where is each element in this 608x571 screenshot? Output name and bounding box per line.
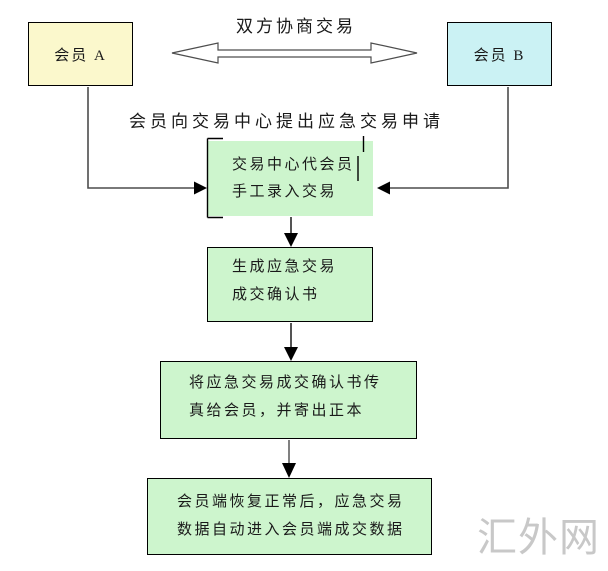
request-caption: 会员向交易中心提出应急交易申请: [129, 112, 444, 131]
arrowhead-left-icon: [377, 181, 390, 195]
step-line: 交易中心代会员: [232, 157, 355, 173]
member-a-label: 会员 A: [54, 47, 107, 64]
step-line: 手工录入交易: [232, 184, 338, 200]
step-line: 将应急交易成交确认书传: [189, 375, 382, 391]
member-b-box: 会员 B: [447, 22, 552, 86]
arrowhead-down-icon: [284, 347, 298, 361]
diagram-title: 双方协商交易: [236, 17, 356, 36]
step-box-manual-entry: 交易中心代会员 手工录入交易: [208, 141, 373, 216]
step-box-generate-confirmation: 生成应急交易 成交确认书: [207, 247, 373, 322]
step-box-data-recovery: 会员端恢复正常后，应急交易 数据自动进入会员端成交数据: [147, 478, 432, 555]
step-line: 数据自动进入会员端成交数据: [177, 522, 405, 538]
connector-member-b: [388, 87, 509, 189]
step-line: 成交确认书: [232, 287, 320, 303]
arrowhead-down-icon: [282, 463, 296, 478]
connector-member-a: [87, 87, 196, 189]
member-a-box: 会员 A: [28, 22, 133, 86]
double-arrow-icon: [171, 42, 418, 64]
step-line: 会员端恢复正常后，应急交易: [177, 494, 405, 510]
step-line: 生成应急交易: [232, 259, 338, 275]
step-box-fax-confirmation: 将应急交易成交确认书传 真给会员，并寄出正本: [160, 361, 417, 439]
arrowhead-down-icon: [284, 233, 298, 247]
step-line: 真给会员，并寄出正本: [189, 403, 365, 419]
member-b-label: 会员 B: [473, 47, 526, 64]
watermark-text: 汇外网: [477, 515, 600, 560]
arrowhead-right-icon: [194, 181, 207, 195]
